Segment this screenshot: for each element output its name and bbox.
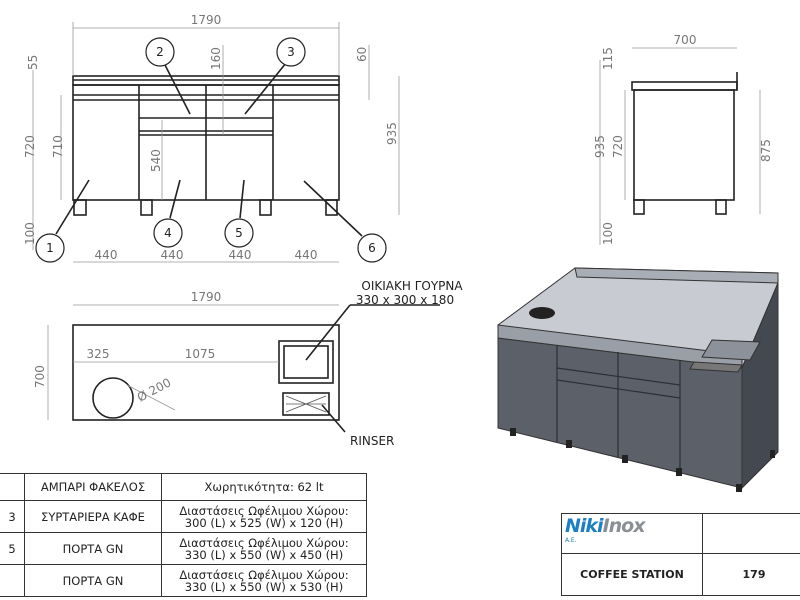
part-number — [0, 473, 25, 501]
dim-325: 325 — [87, 347, 110, 361]
isometric-view — [497, 267, 779, 492]
dim-1075: 1075 — [185, 347, 216, 361]
dim-935: 935 — [385, 122, 399, 145]
dim-875: 875 — [759, 139, 773, 162]
dim-60: 60 — [355, 47, 369, 62]
parts-table: ΑΜΠΑΡΙ ΦΑΚΕΛΟΣ Χωρητικότητα: 62 lt 3 ΣΥΡ… — [0, 473, 367, 597]
title-block: NikiInox A.E. COFFEE STATION 179 — [561, 513, 800, 596]
part-description: Διαστάσεις Ωφέλιμου Χώρου:300 (L) x 525 … — [161, 500, 367, 533]
part-name: ΑΜΠΑΡΙ ΦΑΚΕΛΟΣ — [24, 473, 162, 501]
part-name: ΠΟΡΤΑ GN — [24, 532, 162, 565]
part-desc-line1: Διαστάσεις Ωφέλιμου Χώρου: — [179, 535, 349, 550]
callout-4: 4 — [164, 226, 172, 240]
dim-bay-4: 440 — [295, 248, 318, 262]
callout-5: 5 — [235, 226, 243, 240]
part-desc-line1: Χωρητικότητα: 62 lt — [204, 480, 324, 494]
dim-160: 160 — [209, 47, 223, 70]
title-block-empty — [702, 513, 800, 554]
dim-100: 100 — [23, 222, 37, 245]
part-name: ΣΥΡΤΑΡΙΕΡΑ ΚΑΦΕ — [24, 500, 162, 533]
part-number: 5 — [0, 532, 25, 565]
dim-side-depth: 700 — [674, 33, 697, 47]
dim-720: 720 — [23, 135, 37, 158]
dim-710: 710 — [51, 135, 65, 158]
dim-side-720: 720 — [611, 135, 625, 158]
sink-size: 330 x 300 x 180 — [356, 293, 454, 307]
table-row: ΑΜΠΑΡΙ ΦΑΚΕΛΟΣ Χωρητικότητα: 62 lt — [0, 473, 367, 501]
part-desc-line2: 330 (L) x 550 (W) x 530 (H) — [184, 579, 344, 594]
part-number — [0, 564, 25, 597]
dim-bay-2: 440 — [161, 248, 184, 262]
product-code: 179 — [702, 553, 800, 596]
callout-1: 1 — [46, 241, 54, 255]
product-name: COFFEE STATION — [561, 553, 703, 596]
dim-hole-diameter: Ø 200 — [135, 375, 174, 404]
part-desc-line2: 300 (L) x 525 (W) x 120 (H) — [184, 515, 344, 530]
table-row: ΠΟΡΤΑ GN Διαστάσεις Ωφέλιμου Χώρου:330 (… — [0, 564, 367, 597]
top-view: 1790 700 325 1075 Ø 200 ΟΙΚΙΑΚΗ ΓΟΥΡΝΑ 3… — [33, 279, 463, 448]
dim-540: 540 — [149, 149, 163, 172]
callout-3: 3 — [287, 45, 295, 59]
part-number: 3 — [0, 500, 25, 533]
part-description: Διαστάσεις Ωφέλιμου Χώρου:330 (L) x 550 … — [161, 532, 367, 565]
front-view: 1790 55 720 710 100 540 160 60 935 440 4… — [23, 13, 400, 263]
table-row: 3 ΣΥΡΤΑΡΙΕΡΑ ΚΑΦΕ Διαστάσεις Ωφέλιμου Χώ… — [0, 500, 367, 533]
dim-side-100: 100 — [601, 222, 615, 245]
side-view: 700 115 935 720 100 875 — [593, 33, 773, 245]
part-desc-line2: 330 (L) x 550 (W) x 450 (H) — [184, 547, 344, 562]
dim-front-width: 1790 — [191, 13, 222, 27]
dim-bay-3: 440 — [229, 248, 252, 262]
dim-top-width: 1790 — [191, 290, 222, 304]
sink-label: ΟΙΚΙΑΚΗ ΓΟΥΡΝΑ — [361, 279, 463, 293]
part-desc-line1: Διαστάσεις Ωφέλιμου Χώρου: — [179, 567, 349, 582]
part-description: Διαστάσεις Ωφέλιμου Χώρου:330 (L) x 550 … — [161, 564, 367, 597]
dim-top-depth: 700 — [33, 365, 47, 388]
dim-55: 55 — [26, 55, 40, 70]
rinser-label: RINSER — [350, 434, 394, 448]
part-description: Χωρητικότητα: 62 lt — [161, 473, 367, 501]
dim-115: 115 — [601, 47, 615, 70]
table-row: 5 ΠΟΡΤΑ GN Διαστάσεις Ωφέλιμου Χώρου:330… — [0, 532, 367, 565]
dim-side-935: 935 — [593, 135, 607, 158]
part-name: ΠΟΡΤΑ GN — [24, 564, 162, 597]
dim-bay-1: 440 — [95, 248, 118, 262]
part-desc-line1: Διαστάσεις Ωφέλιμου Χώρου: — [179, 503, 349, 518]
callout-2: 2 — [156, 45, 164, 59]
company-logo: NikiInox A.E. — [561, 513, 703, 554]
callout-6: 6 — [368, 241, 376, 255]
